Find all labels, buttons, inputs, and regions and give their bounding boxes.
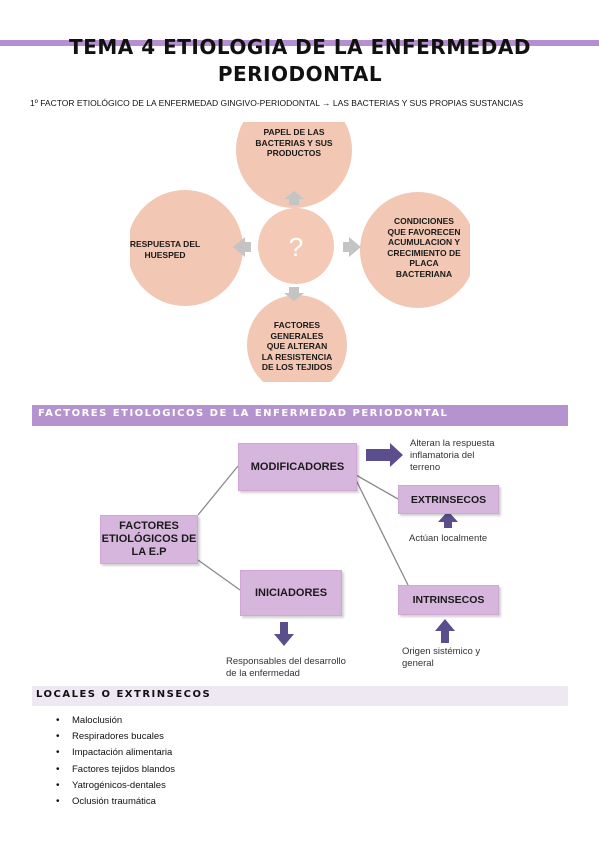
arrow-up-icon <box>284 191 304 205</box>
connector-modificadores-extrinsecos <box>355 474 399 500</box>
list-item: Yatrogénicos-dentales <box>52 778 175 794</box>
locales-list: Maloclusión Respiradores bucales Impacta… <box>52 713 175 810</box>
connector-main-modificadores <box>197 465 239 516</box>
cycle-top-text: PAPEL DE LAS BACTERIAS Y SUS PRODUCTOS <box>255 127 333 158</box>
iniciadores-box: INICIADORES <box>240 570 342 616</box>
title-line-1: TEMA 4 ETIOLOGIA DE LA ENFERMEDAD <box>69 35 531 59</box>
note-modificadores: Alteran la respuesta inflamatoria del te… <box>410 438 495 473</box>
note-intrinsecos: Origen sistémico y general <box>402 646 481 669</box>
note-iniciadores: Responsables del desarrollo de la enferm… <box>226 656 346 679</box>
list-item: Factores tejidos blandos <box>52 762 175 778</box>
connector-modificadores-intrinsecos <box>355 479 409 586</box>
cycle-circle-center <box>258 208 334 284</box>
cycle-circle-right <box>360 192 470 308</box>
arrow-left-icon <box>233 237 251 257</box>
arrow-up-icon <box>435 619 455 643</box>
arrow-right-icon <box>343 237 361 257</box>
cycle-bottom-text: FACTORES GENERALES QUE ALTERAN LA RESIST… <box>261 320 333 372</box>
cycle-center-label: ? <box>289 232 303 262</box>
cycle-circle-left <box>130 190 243 306</box>
arrow-right-icon <box>366 443 403 467</box>
arrow-up-icon <box>438 511 458 528</box>
title-underline-bar <box>0 40 599 46</box>
extrinsecos-box: EXTRINSECOS <box>398 485 499 514</box>
intrinsecos-box: INTRINSECOS <box>398 585 499 615</box>
cycle-diagram: ? <box>130 122 470 382</box>
arrow-down-icon <box>284 287 304 301</box>
cycle-circle-bottom <box>247 295 347 382</box>
locales-section-heading: LOCALES O EXTRINSECOS <box>32 686 568 706</box>
list-item: Maloclusión <box>52 713 175 729</box>
connector-main-iniciadores <box>197 559 241 591</box>
main-factors-box: FACTORES ETIOLÓGICOS DE LA E.P <box>100 515 198 564</box>
list-item: Oclusión traumática <box>52 794 175 810</box>
list-item: Respiradores bucales <box>52 729 175 745</box>
list-item: Impactación alimentaria <box>52 745 175 761</box>
factors-section-heading: FACTORES ETIOLOGICOS DE LA ENFERMEDAD PE… <box>32 405 568 426</box>
note-extrinsecos: Actúan localmente <box>409 533 488 544</box>
title-line-2: PERIODONTAL <box>217 62 383 86</box>
cycle-circle-top <box>236 122 352 208</box>
arrow-down-icon <box>274 622 294 646</box>
cycle-left-text: RESPUESTA DEL HUESPED <box>129 239 201 260</box>
cycle-right-text: CONDICIONES QUE FAVORECEN ACUMULACION Y … <box>387 216 461 279</box>
subtitle: 1º FACTOR ETIOLÓGICO DE LA ENFERMEDAD GI… <box>30 98 524 108</box>
page-title: TEMA 4 ETIOLOGIA DE LA ENFERMEDAD PERIOD… <box>40 34 560 88</box>
modificadores-box: MODIFICADORES <box>238 443 357 491</box>
